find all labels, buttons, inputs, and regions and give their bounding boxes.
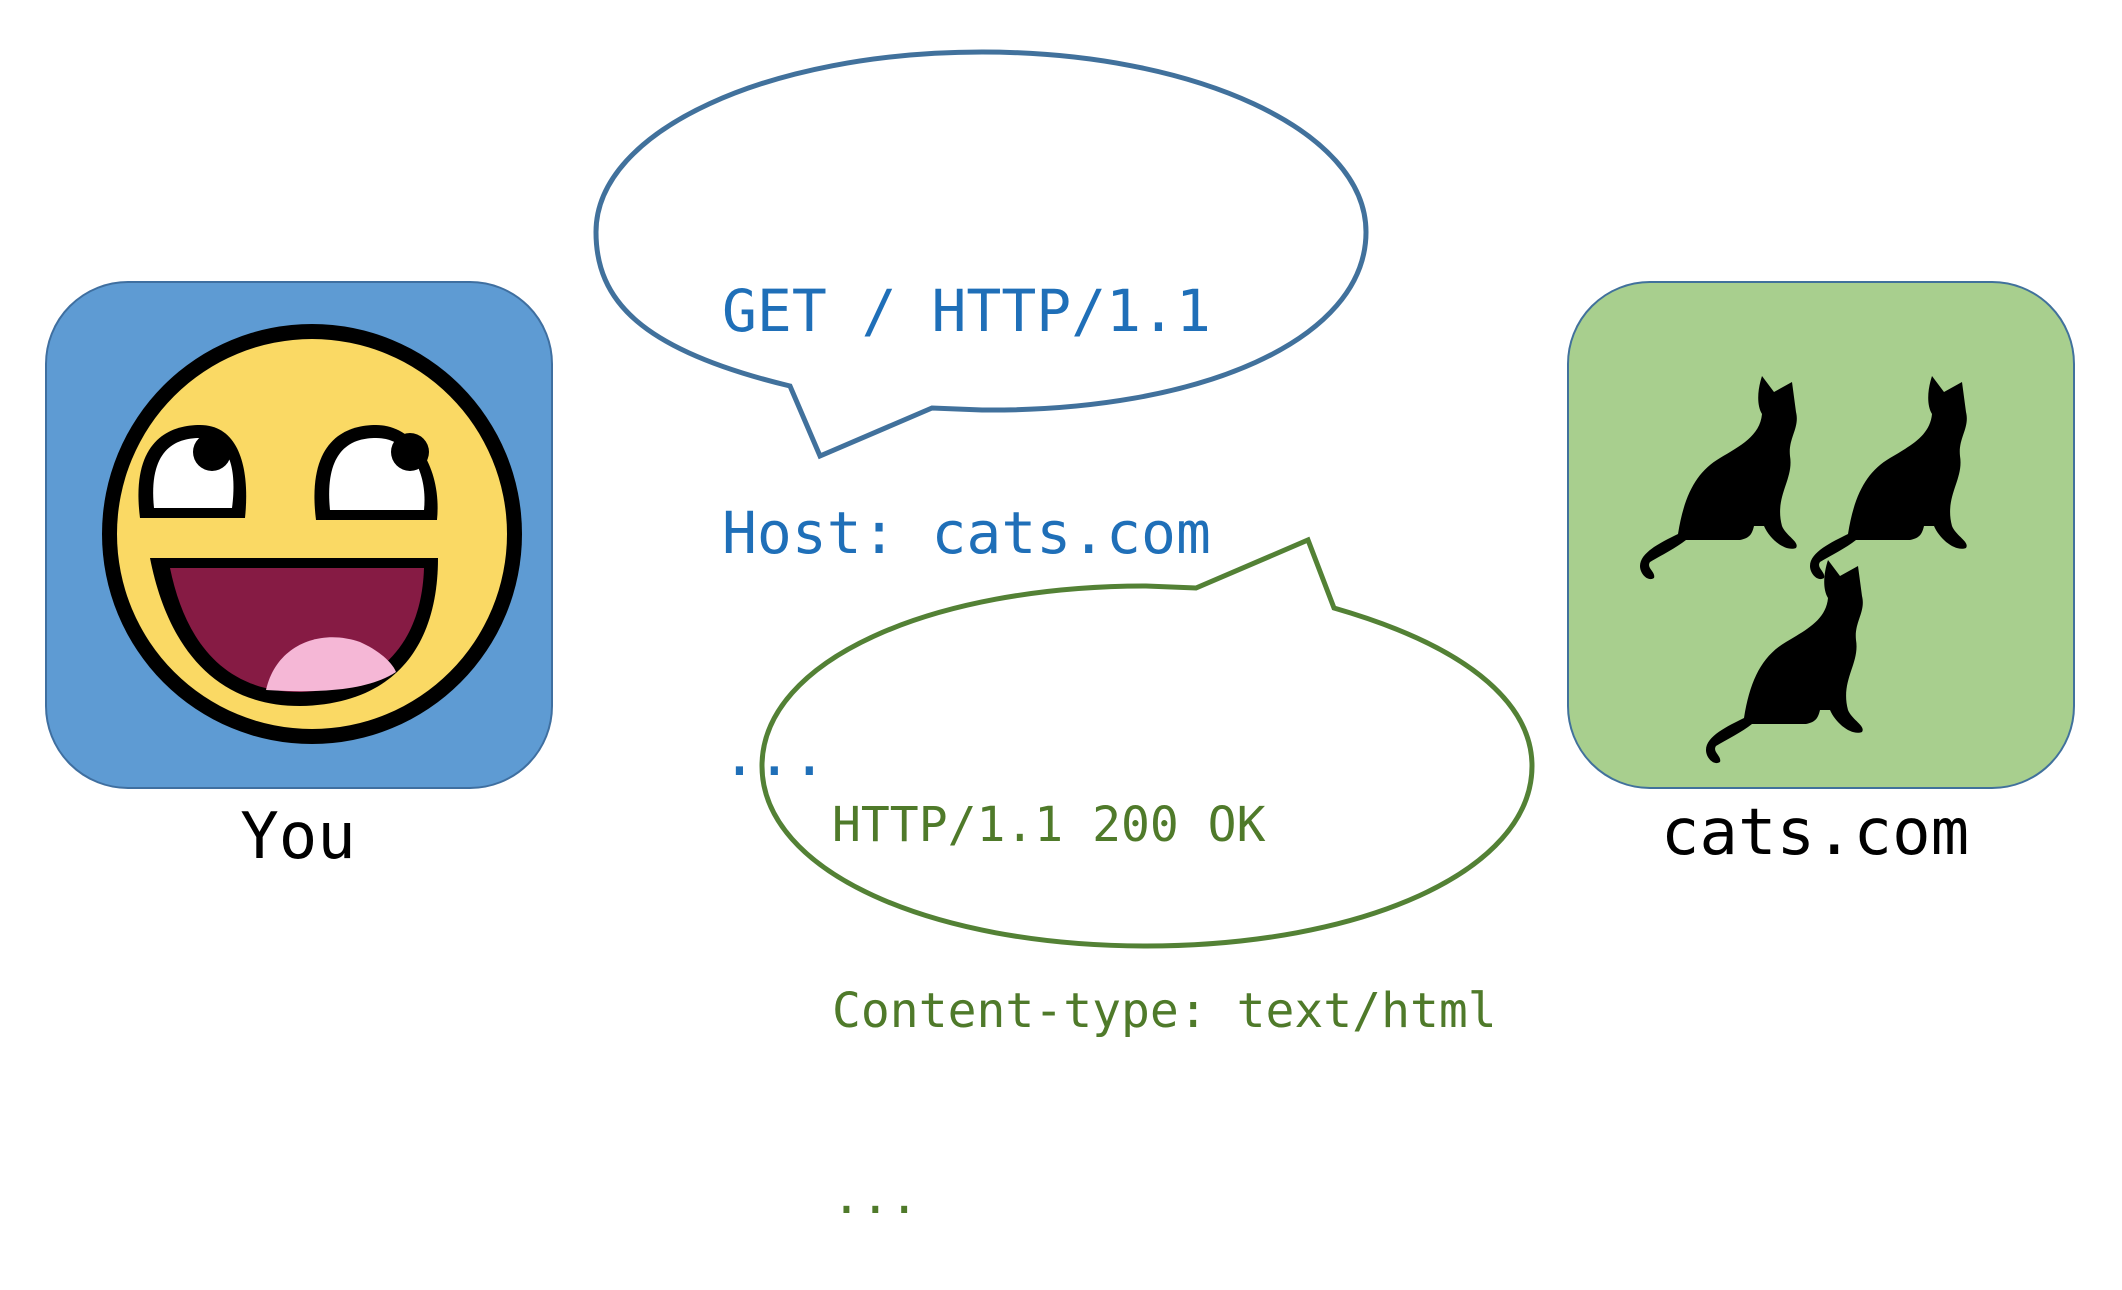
response-line-3: ... bbox=[832, 1169, 919, 1225]
response-line-2: Content-type: text/html bbox=[832, 983, 1497, 1039]
cats-icon bbox=[1640, 376, 1967, 764]
request-text: GET / HTTP/1.1 Host: cats.com ... bbox=[722, 126, 1211, 866]
request-line-1: GET / HTTP/1.1 bbox=[722, 277, 1211, 345]
cat-silhouette-3 bbox=[1706, 560, 1863, 764]
smiley-face-icon bbox=[102, 324, 522, 744]
response-text: HTTP/1.1 200 OK Content-type: text/html … bbox=[832, 670, 1497, 1290]
request-bubble bbox=[593, 49, 1369, 460]
response-line-1: HTTP/1.1 200 OK bbox=[832, 797, 1266, 853]
diagram-canvas bbox=[45, 49, 2075, 949]
client-label: You bbox=[240, 800, 356, 874]
request-line-3: ... bbox=[722, 721, 827, 789]
response-bubble bbox=[759, 536, 1535, 949]
cat-silhouette-2 bbox=[1810, 376, 1967, 580]
request-line-2: Host: cats.com bbox=[722, 499, 1211, 567]
cat-silhouette-1 bbox=[1640, 376, 1797, 580]
server-label: cats.com bbox=[1660, 796, 1970, 870]
server-box bbox=[1567, 281, 2075, 789]
